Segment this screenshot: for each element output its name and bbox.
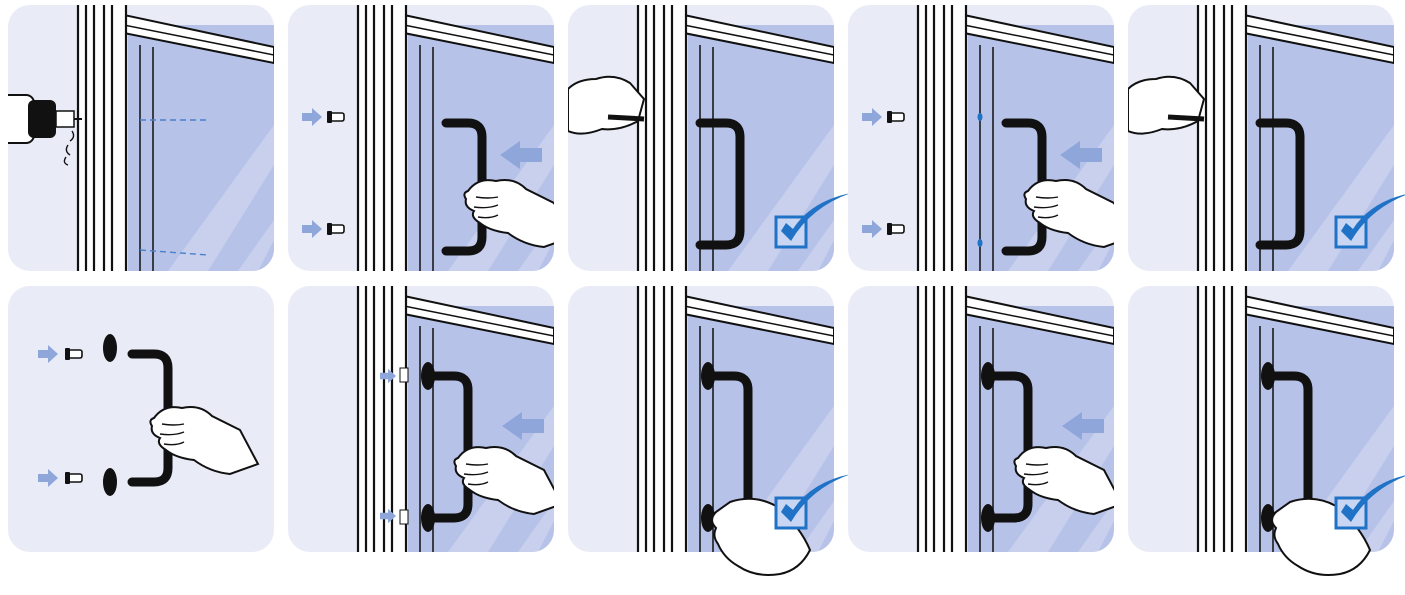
drill-shavings (63, 130, 75, 166)
checkbox-icon (1334, 496, 1368, 530)
step-panel-6-assemble-handle (8, 286, 274, 552)
push-arrow-icon (38, 345, 58, 363)
check-icon (781, 193, 851, 241)
push-arrow-icon (38, 469, 58, 487)
push-arrow-icon (380, 368, 396, 384)
clip-bottom (399, 509, 409, 525)
step-illustration (1128, 286, 1405, 576)
step-panel-10-final-check (1128, 286, 1405, 576)
handle (983, 371, 1033, 523)
hole-bottom (977, 239, 983, 247)
step-panel-8-tighten-standoffs-check (568, 286, 851, 576)
hole-top (977, 113, 983, 121)
screw-icon (67, 473, 83, 483)
step-illustration (8, 286, 274, 552)
standoff-top (103, 334, 117, 362)
step-panel-5-tighten-check (1128, 5, 1405, 271)
handle (423, 371, 473, 523)
step-illustration (848, 5, 1114, 271)
step-illustration (848, 286, 1114, 552)
drill-mark-bottom (139, 249, 209, 256)
step-illustration (8, 5, 274, 271)
step-panel-1-drill-holes (8, 5, 274, 271)
push-arrow-icon (1060, 141, 1102, 169)
step-illustration (288, 5, 554, 271)
step-illustration (568, 286, 851, 576)
screw-icon (329, 224, 345, 234)
glass-reflection (1288, 125, 1394, 271)
push-arrow-icon (502, 412, 544, 440)
check-icon (1341, 475, 1405, 522)
glass-reflection (168, 125, 274, 271)
clip-top (399, 367, 409, 383)
push-arrow-icon (500, 141, 542, 169)
step-illustration (288, 286, 554, 552)
screw-icon (67, 349, 83, 359)
hand-icon (463, 179, 554, 249)
push-arrow-icon (302, 220, 322, 238)
push-arrow-icon (862, 220, 882, 238)
drill-chuck (28, 100, 56, 138)
hand-icon (149, 406, 260, 476)
hand-icon (453, 446, 554, 516)
step-panel-9-mount-on-glass (848, 286, 1114, 552)
step-panel-2-insert-screws (288, 5, 554, 271)
step-panel-3-tighten-check (568, 5, 851, 271)
hand-icon (1023, 179, 1114, 249)
handle (1255, 118, 1305, 250)
hand-icon (1013, 446, 1114, 516)
step-illustration (568, 5, 851, 271)
push-arrow-icon (302, 108, 322, 126)
check-icon (781, 474, 851, 522)
push-arrow-icon (1062, 412, 1104, 440)
step-illustration (1128, 5, 1405, 271)
handle (695, 118, 745, 250)
screw-icon (889, 224, 905, 234)
panel-background (8, 286, 274, 552)
allen-key-icon (607, 114, 645, 122)
standoff-bottom (103, 468, 117, 496)
push-arrow-icon (862, 108, 882, 126)
push-arrow-icon (380, 508, 396, 524)
screw-icon (329, 112, 345, 122)
step-panel-7-mount-standoffs (288, 286, 554, 552)
screw-icon (889, 112, 905, 122)
allen-key-icon (1167, 114, 1205, 122)
step-panel-4-screws-into-holes (848, 5, 1114, 271)
check-icon (1341, 194, 1405, 241)
glass-reflection (728, 125, 834, 271)
